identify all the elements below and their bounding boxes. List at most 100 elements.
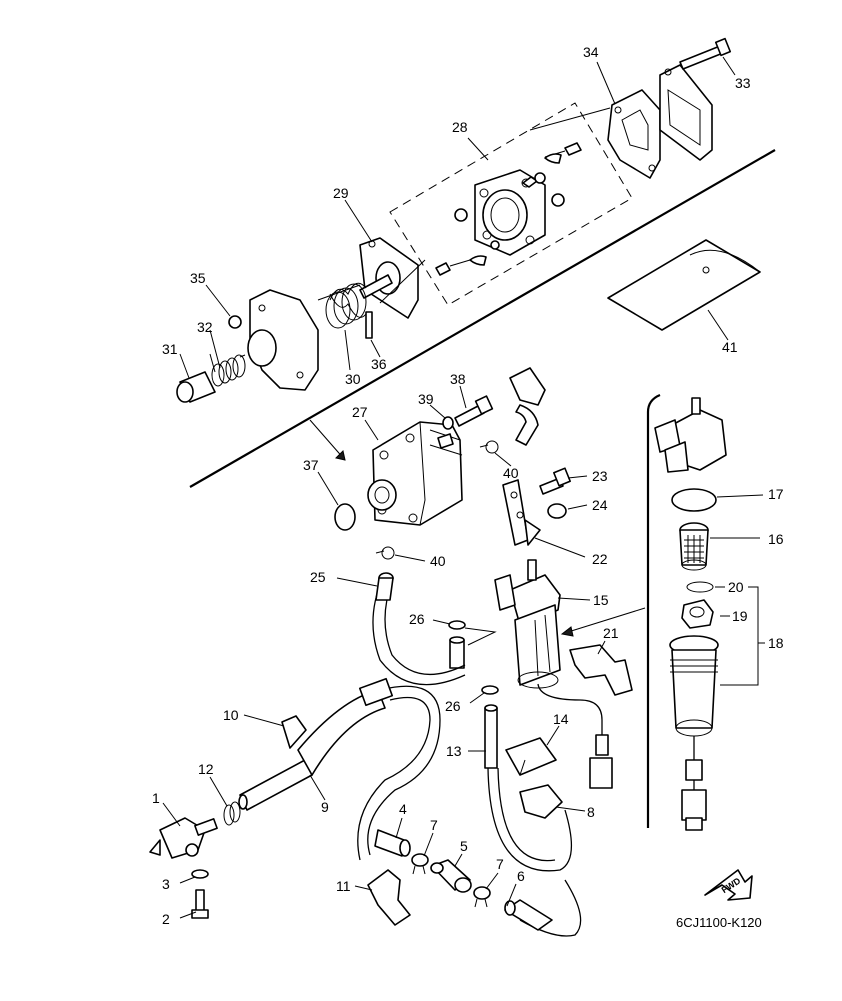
float-19-part — [681, 599, 714, 629]
filter-element-16-part — [679, 522, 709, 571]
valve-1-part — [149, 817, 218, 859]
callout-8: 8 — [587, 804, 595, 820]
bolt-38-part — [454, 395, 494, 427]
filter-cup-18-part — [669, 635, 719, 831]
callout-13: 13 — [446, 743, 462, 759]
clamp-8-part — [519, 784, 563, 819]
callout-36: 36 — [371, 356, 387, 372]
fuel-pump-27-part — [367, 421, 463, 526]
hose-4-part — [374, 829, 411, 857]
callout-39: 39 — [418, 391, 434, 407]
washer-39-part — [442, 416, 454, 430]
callout-31: 31 — [162, 341, 178, 357]
fuel-filter-15-part — [494, 559, 561, 689]
callout-numbers: 1 2 3 4 5 6 7 7 8 9 10 11 12 13 14 15 16… — [152, 44, 784, 927]
clip-26-lower-part — [481, 685, 499, 695]
hose-6-part — [504, 899, 553, 931]
callout-32: 32 — [197, 319, 213, 335]
connector-5-part — [430, 859, 472, 893]
clip-40-upper-part — [479, 440, 499, 454]
pump-link-arrowhead — [335, 450, 346, 461]
fuel-hoses — [357, 579, 582, 937]
clip-10-part — [281, 715, 307, 749]
callout-19: 19 — [732, 608, 748, 624]
pump-link-arrow — [309, 419, 346, 461]
callout-1: 1 — [152, 790, 160, 806]
callout-28: 28 — [452, 119, 468, 135]
callout-27: 27 — [352, 404, 368, 420]
water-sensor-wire — [537, 683, 613, 789]
callout-12: 12 — [198, 761, 214, 777]
callout-7-upper: 7 — [430, 817, 438, 833]
filter-detail-panel — [654, 397, 765, 831]
callout-22: 22 — [592, 551, 608, 567]
callout-25: 25 — [310, 569, 326, 585]
pump-kit-dashed-box — [389, 102, 633, 306]
callout-41: 41 — [722, 339, 738, 355]
pump-assembly-group — [176, 37, 761, 403]
hose-25-part — [375, 572, 394, 601]
bolt-2-part — [191, 889, 209, 919]
filter-link-arrowhead — [560, 626, 574, 637]
callout-38: 38 — [450, 371, 466, 387]
callout-23: 23 — [592, 468, 608, 484]
filter-link-arrow — [567, 607, 646, 633]
pin-36-part — [365, 311, 373, 339]
callout-5: 5 — [460, 838, 468, 854]
callout-6: 6 — [517, 868, 525, 884]
callout-20: 20 — [728, 579, 744, 595]
callout-10: 10 — [223, 707, 239, 723]
spring-30-part — [325, 282, 367, 329]
callout-16: 16 — [768, 531, 784, 547]
pump-cover-part — [659, 64, 713, 161]
callout-14: 14 — [553, 711, 569, 727]
clip-26-upper-part — [448, 620, 466, 630]
callout-21: 21 — [603, 625, 619, 641]
callout-24: 24 — [592, 497, 608, 513]
callout-35: 35 — [190, 270, 206, 286]
spring-32-part — [211, 354, 246, 387]
gasket-34-part — [607, 89, 661, 179]
parts-bag-41 — [607, 239, 761, 331]
holder-11-part — [367, 869, 411, 926]
ring-20-part — [686, 581, 714, 593]
callout-26-upper: 26 — [409, 611, 425, 627]
diaphragm-29-part — [359, 237, 419, 319]
o-ring-17-part — [671, 488, 717, 512]
clip-7-lower-part — [473, 886, 491, 908]
holder-21-part — [569, 644, 633, 696]
tube-13-part — [484, 704, 498, 769]
callout-40-upper: 40 — [503, 465, 519, 481]
plunger-31-part — [176, 371, 216, 403]
o-ring-37-part — [334, 503, 356, 531]
washer-3-part — [191, 869, 209, 879]
nut-24-part — [547, 503, 567, 519]
bracket-22-part — [502, 479, 541, 546]
callout-26-lower: 26 — [445, 698, 461, 714]
bolt-23-part — [539, 467, 571, 495]
callout-3: 3 — [162, 876, 170, 892]
callout-33: 33 — [735, 75, 751, 91]
callout-29: 29 — [333, 185, 349, 201]
callout-2: 2 — [162, 911, 170, 927]
callout-11: 11 — [336, 878, 351, 894]
hose-9-part — [238, 677, 394, 811]
callout-40-lower: 40 — [430, 553, 446, 569]
hose-joint-26-part — [449, 636, 465, 669]
pump-flange-part — [247, 289, 319, 391]
callout-17: 17 — [768, 486, 784, 502]
pump-body-part — [474, 169, 546, 256]
callout-37: 37 — [303, 457, 319, 473]
callout-9: 9 — [321, 799, 329, 815]
callout-30: 30 — [345, 371, 361, 387]
callout-15: 15 — [593, 592, 609, 608]
callout-7-lower: 7 — [496, 856, 504, 872]
clip-12-part — [223, 801, 241, 826]
clip-7-upper-part — [411, 853, 429, 875]
filter-detail-divider — [646, 393, 661, 828]
leader-lines — [162, 56, 764, 919]
bolt-33-part — [679, 37, 732, 70]
drawing-code-label: 6CJ1100-K120 — [676, 915, 762, 930]
group-18-bracket — [720, 586, 759, 686]
